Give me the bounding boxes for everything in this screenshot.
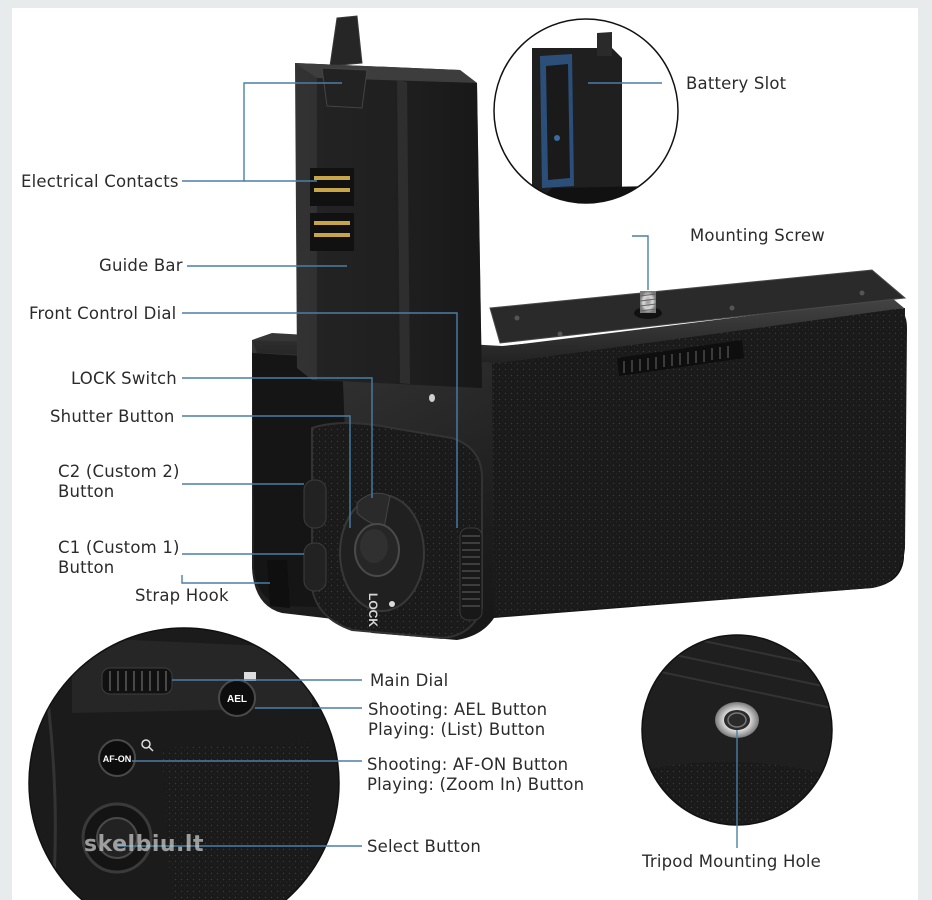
label-afon-line2: Playing: (Zoom In) Button	[367, 775, 585, 794]
label-battery-slot: Battery Slot	[686, 74, 787, 93]
rear-controls-inset: AEL AF-ON	[28, 627, 340, 900]
label-shutter-button: Shutter Button	[50, 407, 175, 426]
label-c1-line2: Button	[58, 558, 115, 577]
battery-grip-illustration: LOCK	[28, 15, 907, 900]
diagram-canvas: LOCK	[12, 8, 918, 900]
leader-lock-switch	[182, 377, 373, 498]
label-ael-line2: Playing: (List) Button	[368, 720, 546, 739]
grip-body: LOCK	[252, 269, 907, 640]
leader-electrical-contacts-a	[182, 82, 342, 182]
afon-marking: AF-ON	[103, 754, 132, 764]
label-c1-line1: C1 (Custom 1)	[58, 538, 180, 557]
lock-marking: LOCK	[366, 593, 380, 627]
label-main-dial: Main Dial	[370, 671, 449, 690]
ael-marking: AEL	[227, 694, 247, 705]
label-c2-line1: C2 (Custom 2)	[58, 462, 180, 481]
label-c2-button: C2 (Custom 2) Button	[58, 462, 180, 502]
label-afon-button: Shooting: AF-ON Button Playing: (Zoom In…	[367, 755, 584, 795]
label-tripod-mounting-hole: Tripod Mounting Hole	[642, 852, 822, 871]
label-c1-button: C1 (Custom 1) Button	[58, 538, 180, 578]
label-strap-hook: Strap Hook	[135, 586, 229, 605]
label-guide-bar: Guide Bar	[99, 256, 183, 275]
leader-front-control-dial	[182, 312, 458, 528]
battery-insert	[295, 15, 482, 402]
label-ael-line1: Shooting: AEL Button	[368, 700, 548, 719]
label-electrical-contacts: Electrical Contacts	[21, 172, 179, 191]
label-afon-line1: Shooting: AF-ON Button	[367, 755, 569, 774]
leader-strap-hook	[181, 575, 270, 584]
leader-lines	[117, 82, 738, 848]
watermark: skelbiu.lt	[84, 832, 204, 857]
label-ael-button: Shooting: AEL Button Playing: (List) But…	[368, 700, 547, 740]
label-select-button: Select Button	[367, 837, 482, 856]
battery-slot-inset	[493, 18, 679, 204]
label-front-control-dial: Front Control Dial	[29, 304, 177, 323]
label-mounting-screw: Mounting Screw	[690, 226, 825, 245]
label-lock-switch: LOCK Switch	[71, 369, 177, 388]
label-c2-line2: Button	[58, 482, 115, 501]
leader-shutter-button	[182, 415, 351, 528]
leader-mounting-screw	[632, 235, 649, 290]
